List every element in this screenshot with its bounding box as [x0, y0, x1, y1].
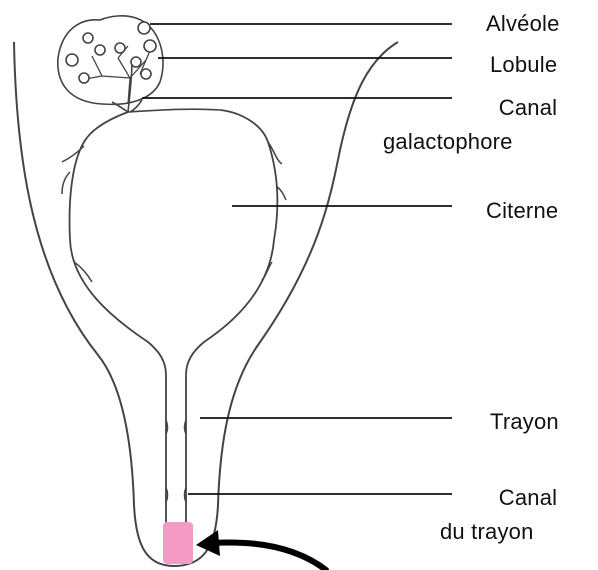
- curved-arrow-head: [196, 530, 220, 556]
- teat-ring-1: [166, 420, 186, 434]
- side-duct-right-upper: [268, 142, 282, 164]
- label-trayon: Trayon: [490, 408, 559, 435]
- alveolus-circle-icon: [66, 22, 156, 83]
- label-canal-galactophore-line1: Canal: [478, 94, 578, 121]
- label-citerne: Citerne: [486, 197, 558, 224]
- teat-canal-highlight: [163, 522, 193, 564]
- side-duct-left-mid: [62, 172, 70, 194]
- cistern-top: [128, 109, 220, 112]
- side-duct-right-lower: [262, 262, 272, 280]
- label-canal-galactophore-line2: galactophore: [383, 128, 513, 155]
- curved-arrow-icon: [212, 542, 326, 570]
- cistern-outline: [70, 112, 166, 525]
- label-canal-du-trayon-line1: Canal: [478, 484, 578, 511]
- side-duct-left-lower: [74, 262, 92, 282]
- cistern-outline-right: [186, 110, 277, 525]
- label-lobule: Lobule: [490, 51, 557, 78]
- leader-lines: [142, 24, 452, 494]
- side-duct-left-upper: [62, 146, 84, 162]
- teat-ring-2: [166, 488, 186, 502]
- label-alveole: Alvéole: [486, 10, 560, 37]
- udder-outline: [14, 42, 398, 566]
- label-canal-du-trayon-line2: du trayon: [440, 518, 534, 545]
